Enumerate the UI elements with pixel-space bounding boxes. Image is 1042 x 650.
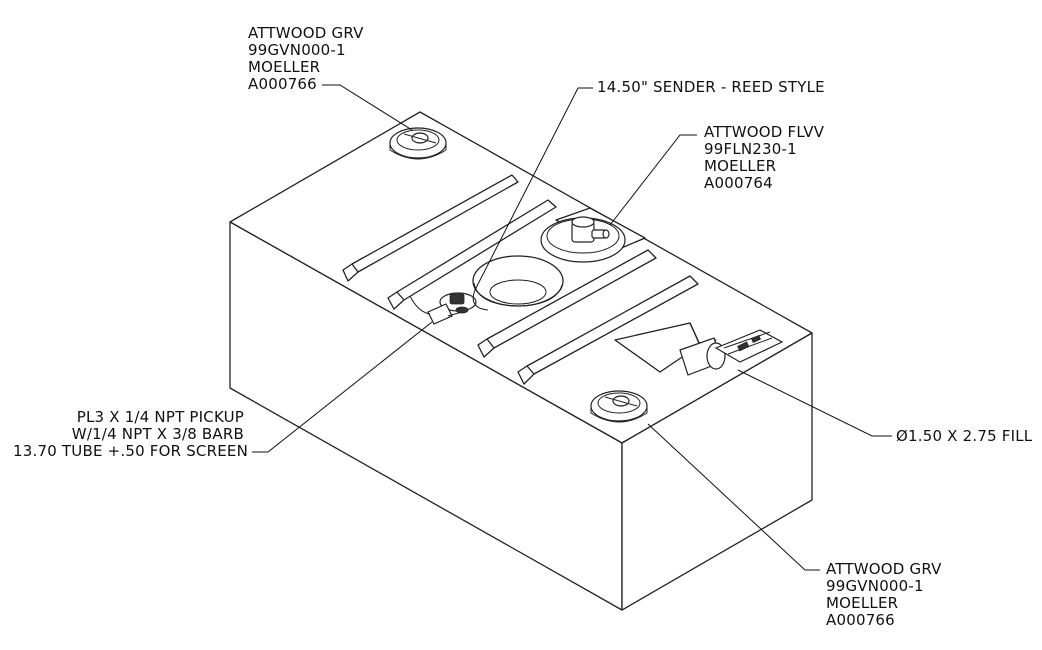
- grv-top-line-2: 99GVN000-1: [248, 41, 346, 59]
- tank-right-face: [621, 332, 813, 611]
- sender-opening: [472, 255, 564, 307]
- flvv-line-2: 99FLN230-1: [704, 140, 797, 158]
- grv-top-line-1: ATTWOOD GRV: [248, 24, 364, 42]
- grv-bottom-valve: [590, 390, 648, 423]
- callout-fill: Ø1.50 X 2.75 FILL: [896, 427, 1033, 445]
- leader-grv-top: [322, 84, 413, 131]
- rib-4: [517, 275, 699, 385]
- flvv-line-1: ATTWOOD FLVV: [704, 123, 825, 141]
- grv-top-line-4: A000766: [248, 75, 317, 93]
- leader-lines: [252, 84, 892, 571]
- callout-grv-bottom: ATTWOOD GRV 99GVN000-1 MOELLER A000766: [826, 560, 942, 629]
- grv-top-valve: [389, 127, 447, 160]
- callout-grv-top: ATTWOOD GRV 99GVN000-1 MOELLER A000766: [248, 24, 364, 93]
- grv-bottom-line-2: 99GVN000-1: [826, 577, 924, 595]
- pickup-fitting: [409, 292, 477, 325]
- leader-sender: [474, 87, 593, 291]
- leader-grv-bottom: [647, 423, 820, 571]
- callout-sender: 14.50" SENDER - REED STYLE: [597, 78, 825, 96]
- pickup-line-3: 13.70 TUBE +.50 FOR SCREEN: [13, 442, 248, 460]
- flvv-valve: [540, 207, 646, 263]
- fill-line-1: Ø1.50 X 2.75 FILL: [896, 427, 1033, 445]
- callout-pickup: PL3 X 1/4 NPT PICKUP W/1/4 NPT X 3/8 BAR…: [13, 408, 248, 460]
- pickup-line-1: PL3 X 1/4 NPT PICKUP: [77, 408, 244, 426]
- flvv-line-4: A000764: [704, 174, 773, 192]
- grv-bottom-line-3: MOELLER: [826, 594, 898, 612]
- rib-3: [477, 249, 657, 358]
- flvv-line-3: MOELLER: [704, 157, 776, 175]
- leader-fill: [737, 369, 892, 437]
- rib-2: [387, 199, 557, 310]
- leader-flvv: [609, 134, 697, 226]
- fill-neck: [614, 322, 784, 376]
- leader-sender-circle: [472, 289, 489, 311]
- sender-line-1: 14.50" SENDER - REED STYLE: [597, 78, 825, 96]
- pickup-line-2: W/1/4 NPT X 3/8 BARB: [72, 425, 244, 443]
- leader-pickup: [252, 321, 433, 453]
- rib-1: [342, 174, 519, 282]
- callout-flvv: ATTWOOD FLVV 99FLN230-1 MOELLER A000764: [704, 123, 825, 192]
- top-ribs: [342, 174, 699, 385]
- grv-bottom-line-1: ATTWOOD GRV: [826, 560, 942, 578]
- grv-bottom-line-4: A000766: [826, 611, 895, 629]
- grv-top-line-3: MOELLER: [248, 58, 320, 76]
